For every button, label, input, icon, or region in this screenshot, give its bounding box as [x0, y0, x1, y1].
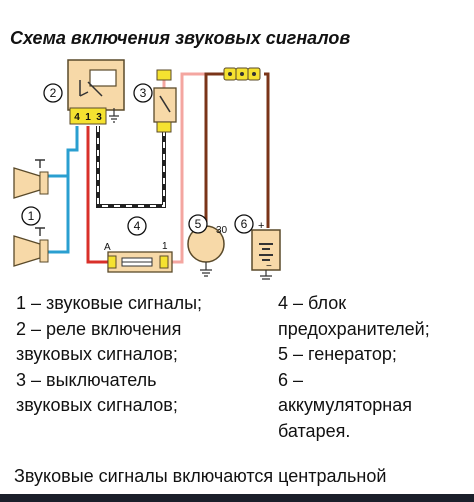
legend-line: 4 – блок — [278, 293, 347, 313]
callout-3: 3 — [133, 83, 153, 103]
generator-terminal-label: 30 — [216, 225, 228, 236]
legend-line: 1 – звуковые сигналы; — [16, 293, 203, 313]
legend-line: звуковых сигналов; — [16, 344, 178, 364]
horn-lower — [13, 227, 49, 267]
callout-4: 4 — [127, 216, 147, 236]
brown-wire-gen — [204, 72, 228, 222]
fuse-block: A 1 — [104, 241, 173, 273]
footer-text: Звуковые сигналы включаются центральной — [14, 466, 387, 486]
legend-line: 5 – генератор; — [278, 344, 397, 364]
callout-6: 6 — [234, 214, 254, 234]
horn-upper — [13, 159, 49, 199]
battery: + − — [251, 220, 281, 280]
battery-minus: − — [266, 261, 272, 272]
blue-wire — [44, 126, 79, 178]
legend-line: 3 – выключатель — [16, 369, 157, 390]
svg-text:4: 4 — [134, 219, 141, 233]
legend-line: аккумуляторная — [278, 395, 412, 415]
fuse-label-a: A — [104, 242, 111, 253]
ground-icon — [109, 108, 119, 123]
legend-line: 2 – реле включения — [16, 318, 182, 339]
svg-text:5: 5 — [195, 217, 202, 231]
relay: 4 1 3 — [67, 59, 125, 125]
callout-1: 1 — [21, 206, 41, 226]
svg-text:2: 2 — [50, 86, 57, 100]
legend-line: предохранителей; — [278, 318, 430, 339]
diagram-title: Схема включения звуковых сигналов — [10, 28, 351, 48]
wiring-diagram: 4 1 3 2 3 1 A 1 — [13, 59, 281, 280]
legend-line: звуковых сигналов; — [16, 395, 178, 415]
connector-top — [223, 67, 261, 81]
svg-text:3: 3 — [140, 86, 147, 100]
svg-text:1: 1 — [28, 209, 35, 223]
callout-5: 5 — [188, 214, 208, 234]
horn-switch — [153, 69, 177, 133]
svg-text:6: 6 — [241, 217, 248, 231]
generator: 30 — [187, 225, 228, 277]
callout-2: 2 — [43, 83, 63, 103]
battery-plus: + — [258, 220, 264, 232]
fuse-label-1: 1 — [162, 241, 168, 252]
legend-line: 6 – — [278, 369, 304, 390]
relay-terminal-4: 4 — [74, 112, 80, 123]
relay-terminal-3: 3 — [96, 112, 102, 123]
brown-wire-bat — [264, 72, 270, 228]
dashed-wire — [96, 126, 166, 208]
relay-terminal-1: 1 — [85, 112, 91, 123]
red-wire — [86, 126, 108, 264]
bottom-strip — [0, 494, 474, 502]
legend-right: 4 – блок предохранителей; 5 – генератор;… — [278, 291, 430, 444]
blue-wire-lower — [44, 176, 70, 254]
legend-line: батарея. — [278, 420, 351, 441]
legend-left: 1 – звуковые сигналы; 2 – реле включения… — [16, 291, 202, 419]
